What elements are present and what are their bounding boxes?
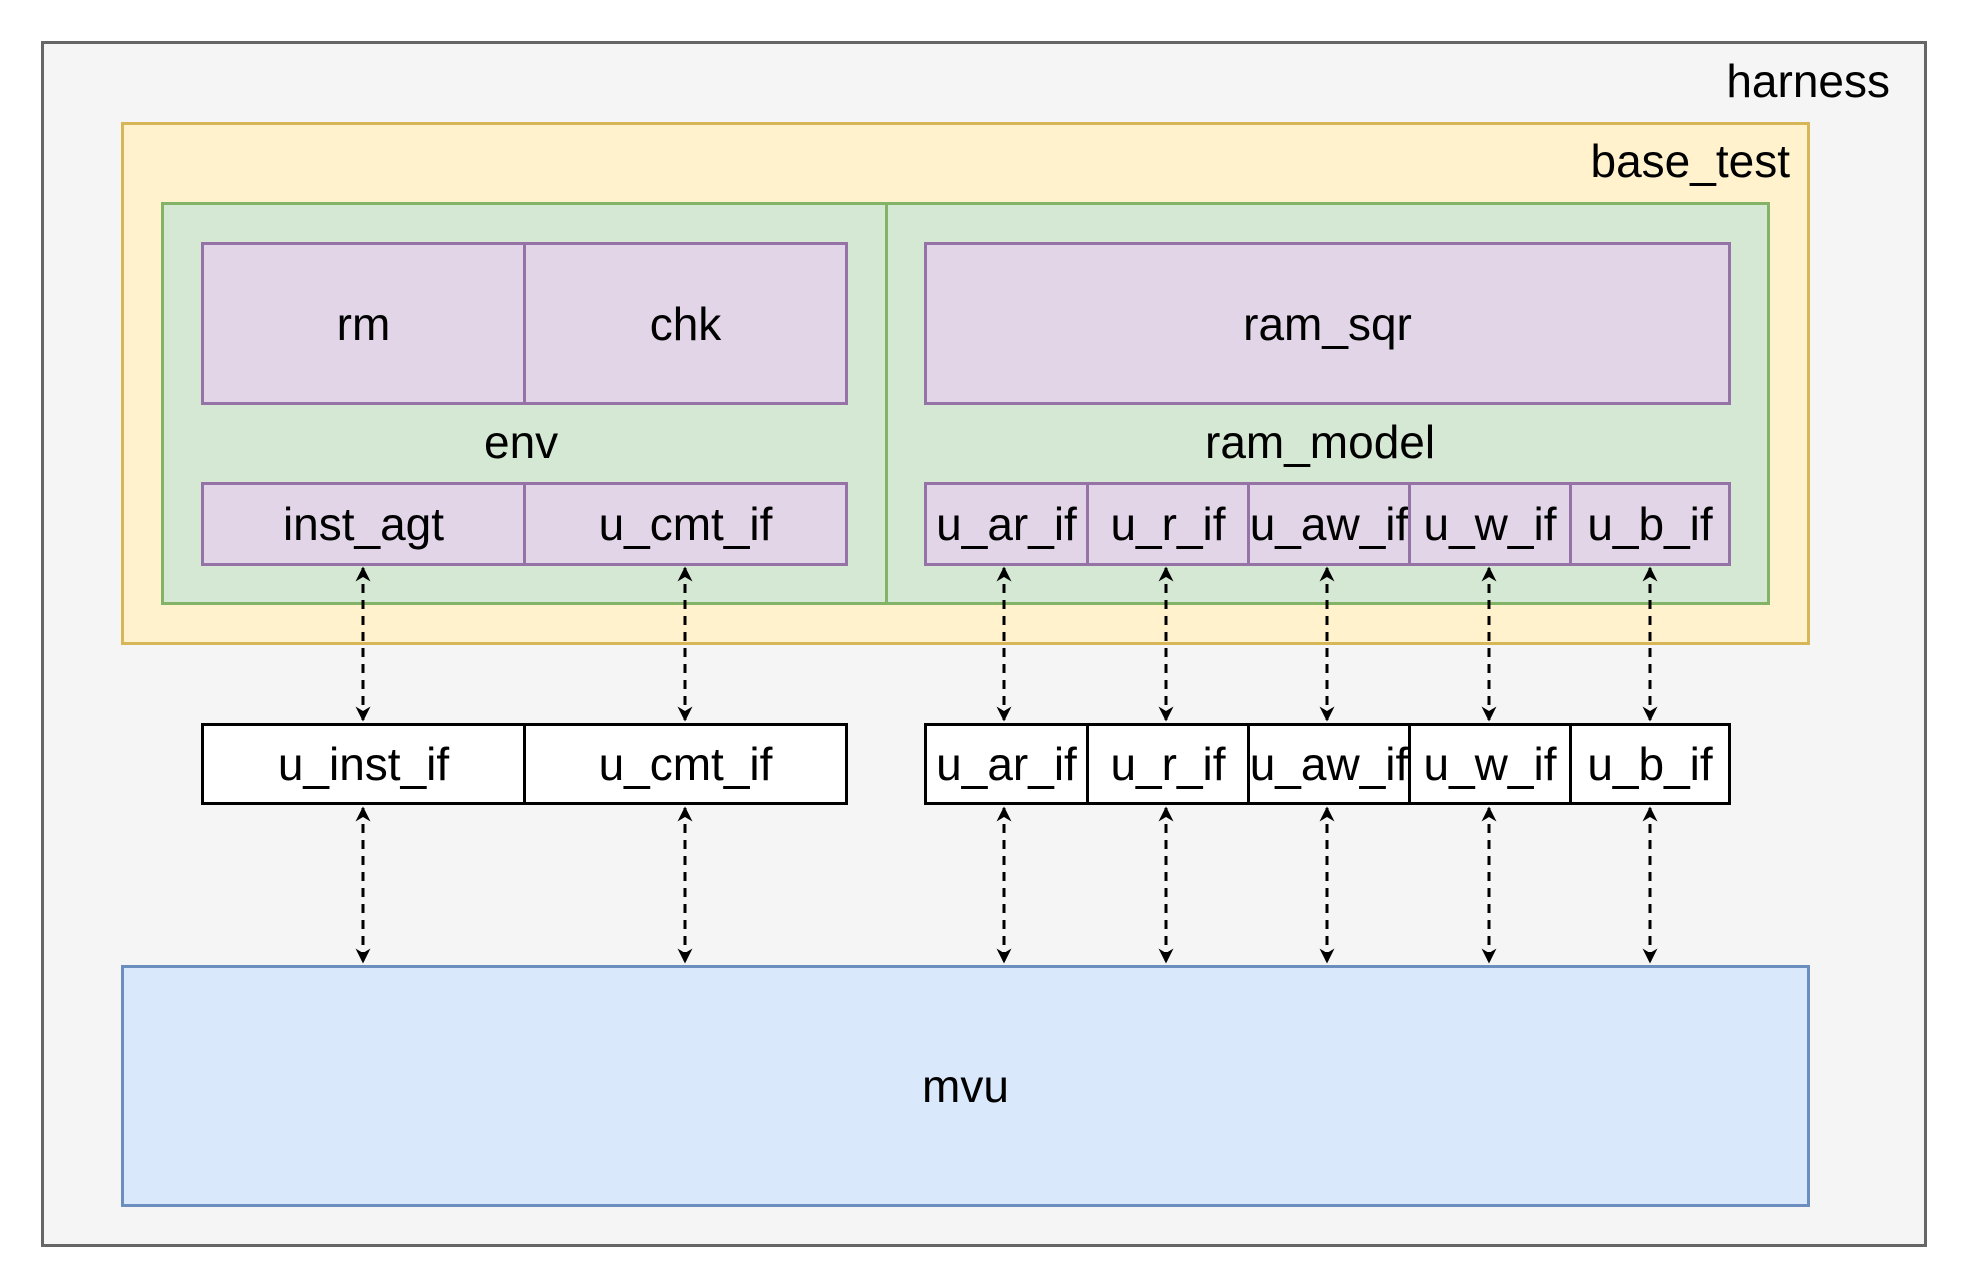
u-ar-if-box: u_ar_if — [924, 723, 1089, 805]
ram-model-label: ram_model — [1205, 416, 1436, 468]
u-inst-if-box: u_inst_if — [201, 723, 526, 805]
rm-u-b-if: u_b_if — [1569, 482, 1731, 566]
rm-component: rm — [201, 242, 526, 405]
env-u-cmt-if-component: u_cmt_if — [523, 482, 848, 566]
base-test-label: base_test — [1590, 135, 1790, 187]
u-aw-if-box: u_aw_if — [1247, 723, 1411, 805]
chk-component: chk — [523, 242, 848, 405]
ram-sqr-component: ram_sqr — [924, 242, 1731, 405]
u-r-if-box: u_r_if — [1086, 723, 1250, 805]
harness-label: harness — [1726, 55, 1890, 107]
u-w-if-box: u_w_if — [1408, 723, 1572, 805]
env-label: env — [484, 416, 559, 468]
rm-u-w-if: u_w_if — [1408, 482, 1572, 566]
u-cmt-if-box: u_cmt_if — [523, 723, 848, 805]
inst-agt-component: inst_agt — [201, 482, 526, 566]
rm-u-ar-if: u_ar_if — [924, 482, 1089, 566]
u-b-if-box: u_b_if — [1569, 723, 1731, 805]
mvu-dut: mvu — [121, 965, 1810, 1207]
